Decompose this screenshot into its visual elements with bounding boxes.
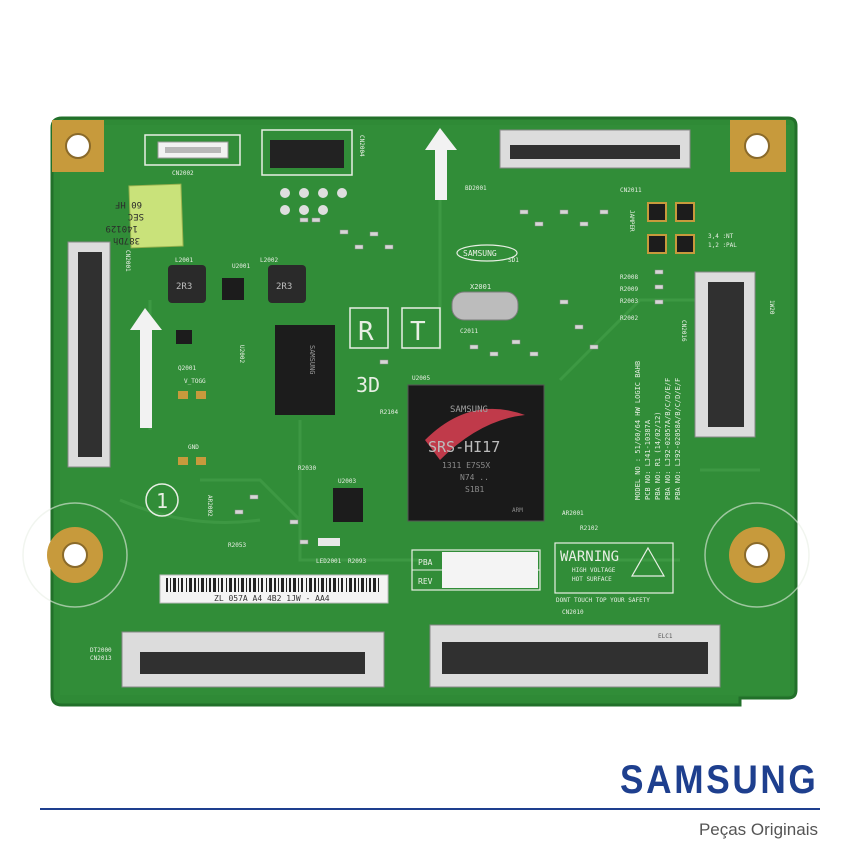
- samsung-silk-text: SAMSUNG: [463, 249, 497, 258]
- rt-mark-t: T: [410, 317, 426, 347]
- label-u2003: U2003: [338, 478, 356, 485]
- label-r2102: R2102: [580, 525, 598, 532]
- model-line-3: PBA NO: R1 (14/02/12): [654, 411, 662, 500]
- direction-arrows: [130, 128, 457, 428]
- label-r2003: R2003: [620, 298, 638, 305]
- label-led2001: LED2001: [316, 558, 342, 565]
- connector-cn2013: [121, 631, 385, 688]
- label-bd2001: BD2001: [465, 185, 487, 192]
- label-ar2002: AR2002: [206, 495, 213, 517]
- board-sticker: [128, 183, 184, 249]
- model-line-2: PCB NO: LJ41-10387A: [644, 419, 652, 500]
- inductors: [168, 265, 306, 344]
- main-chip-brand: SAMSUNG: [450, 405, 488, 415]
- warning-title: WARNING: [560, 549, 619, 565]
- label-c2011: C2011: [460, 328, 478, 335]
- connector-cn2002: [144, 134, 241, 166]
- label-r2008: R2008: [620, 274, 638, 281]
- label-r2053: R2053: [228, 542, 246, 549]
- label-l2002: L2002: [260, 257, 278, 264]
- label-l2001: L2001: [175, 257, 193, 264]
- rt-mark-r: R: [358, 317, 374, 347]
- inductor-l2001-value: 2R3: [176, 282, 192, 292]
- samsung-silk-logo: [456, 244, 518, 262]
- test-pads: [178, 391, 206, 465]
- model-line-1: MODEL NO : 51/60/64 HW LOGIC BAHB: [634, 361, 642, 500]
- label-r2104: R2104: [380, 409, 398, 416]
- label-cn2001: CN2001: [124, 250, 131, 272]
- silk-labels: CN2002 CN2004 CN2001 CN2016 CN2010 CN201…: [90, 135, 775, 662]
- sticker-line-4: 387Dh: [113, 235, 140, 245]
- label-elc1: ELC1: [658, 633, 673, 640]
- sticker-line-3: 140129: [105, 223, 138, 233]
- label-v-togg: V_TOGG: [184, 378, 206, 385]
- model-text-block: MODEL NO : 51/60/64 HW LOGIC BAHB PCB NO…: [634, 361, 682, 500]
- main-chip-line-5: S1B1: [465, 485, 484, 494]
- label-r2093: R2093: [348, 558, 366, 565]
- jumper-pads: [647, 202, 695, 254]
- label-cn2004: CN2004: [358, 135, 365, 157]
- crystal-oscillator: [451, 291, 519, 321]
- tagline: Peças Originais: [698, 820, 818, 839]
- label-3d: 3D: [356, 373, 380, 397]
- crystal-label: X2001: [470, 283, 491, 291]
- label-cn2002: CN2002: [172, 170, 194, 177]
- divider-line: [40, 808, 820, 810]
- main-chip-line-4: N74 ..: [460, 473, 489, 482]
- connector-cn2010: [429, 624, 721, 688]
- label-r2009: R2009: [620, 286, 638, 293]
- warning-line-1: HIGH VOLTAGE: [572, 567, 616, 574]
- label-sd1: SD1: [508, 257, 519, 264]
- label-cn2011: CN2011: [620, 187, 642, 194]
- model-line-5: PBA NO: LJ92-02058A/B/C/D/E/F: [674, 378, 682, 500]
- main-chip-line-6: ARM: [512, 507, 523, 514]
- warning-line-2: HOT SURFACE: [572, 576, 612, 583]
- led2001: [318, 538, 340, 546]
- mounting-holes: [22, 120, 810, 608]
- label-q2001: Q2001: [178, 365, 196, 372]
- sticker-line-1: 60 HF: [115, 199, 142, 209]
- label-r2030: R2030: [298, 465, 316, 472]
- pba-label: PBA: [418, 558, 433, 567]
- barcode-label: [159, 574, 389, 604]
- label-1w20: 1W20: [768, 300, 775, 315]
- connector-cn2004: [261, 129, 353, 215]
- main-chip-model: SRS-HI17: [428, 438, 500, 456]
- connector-cn2001: [67, 241, 111, 468]
- connector-top-fpc: [499, 129, 691, 169]
- label-ar2001: AR2001: [562, 510, 584, 517]
- circle-mark-text: 1: [156, 489, 168, 513]
- label-dt2000: DT2000: [90, 647, 112, 654]
- warning-box: [554, 542, 674, 594]
- rt-marks: [349, 307, 441, 349]
- main-chip-line-3: 1311 E7S5X: [442, 461, 490, 470]
- label-u2001: U2001: [232, 263, 250, 270]
- label-gnd: GND: [188, 444, 199, 451]
- label-cn2016: CN2016: [680, 320, 687, 342]
- sticker-line-2: SEC: [128, 211, 144, 221]
- label-u2002: U2002: [238, 345, 245, 363]
- samsung-logo: SAMSUNG: [619, 758, 818, 802]
- memory-chip-label: SAMSUNG: [308, 345, 316, 375]
- model-line-4: PBA NO: LJ92-02057A/B/C/D/E/F: [664, 378, 672, 500]
- label-cn2010: CN2010: [562, 609, 584, 616]
- label-ntsc: 3,4 :NT: [708, 233, 734, 240]
- main-chip-ref: U2005: [412, 375, 430, 382]
- label-pal: 1,2 :PAL: [708, 242, 737, 249]
- label-cn2013: CN2013: [90, 655, 112, 662]
- connector-cn2016: [694, 271, 756, 438]
- memory-chip: [275, 325, 335, 415]
- rev-label: REV: [418, 577, 433, 586]
- barcode-text: ZL 057A A4 4B2 1JW - AA4: [214, 594, 330, 603]
- ic-u2003: [333, 488, 363, 522]
- main-tcon-chip: [407, 384, 545, 522]
- pba-rev-box: [411, 549, 541, 591]
- label-r2002: R2002: [620, 315, 638, 322]
- circle-mark: [145, 483, 179, 517]
- label-jamper: JAMPER: [628, 210, 635, 232]
- smd-components: [234, 209, 664, 545]
- warning-line-3: DONT TOUCH TOP YOUR SAFETY: [556, 597, 650, 604]
- inductor-l2002-value: 2R3: [276, 282, 292, 292]
